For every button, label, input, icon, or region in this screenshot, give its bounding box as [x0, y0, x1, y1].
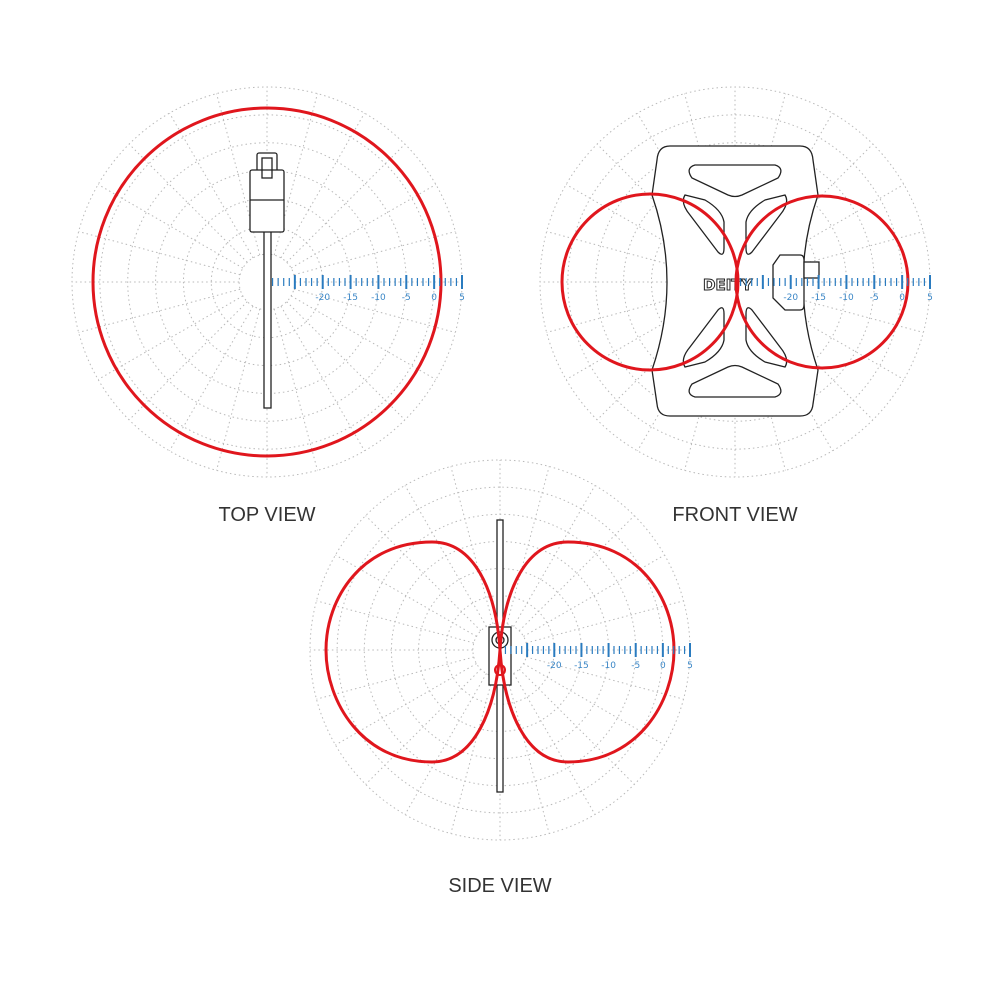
grid-spoke	[78, 288, 241, 333]
scale-label: 5	[459, 293, 465, 303]
scale-label: 5	[687, 661, 693, 671]
front-left-lobe	[560, 192, 740, 372]
grid-spoke	[290, 184, 437, 269]
scale-label: -10	[371, 293, 386, 303]
grid-spoke	[286, 301, 406, 421]
scale-label: -20	[547, 661, 562, 671]
grid-spoke	[506, 676, 550, 834]
side-view-title: SIDE VIEW	[448, 875, 551, 897]
grid-spoke	[97, 295, 244, 380]
side-db-scale: -20 -15 -10 -5 0 5	[504, 643, 693, 671]
scale-label: 0	[431, 293, 437, 303]
side-left-lobe	[324, 540, 502, 764]
scale-label: -15	[811, 293, 826, 303]
top-view	[91, 106, 443, 458]
scale-label: -15	[343, 293, 358, 303]
scale-label: -10	[601, 661, 616, 671]
grid-spoke	[128, 301, 248, 421]
top-device-icon	[249, 152, 285, 409]
grid-spoke	[216, 308, 261, 471]
top-db-scale: -20 -15 -10 -5 0 5	[271, 275, 465, 303]
grid-spoke	[526, 656, 684, 700]
grid-spoke	[293, 231, 456, 276]
grid-spoke	[280, 112, 365, 259]
grid-spoke	[450, 676, 494, 834]
grid-spoke	[290, 295, 437, 380]
scale-label: -20	[783, 293, 798, 303]
front-view: DEITY	[560, 145, 910, 417]
grid-spoke	[316, 600, 474, 644]
grid-spoke	[286, 143, 406, 263]
scale-label: 0	[660, 661, 666, 671]
grid-spoke	[365, 668, 482, 785]
scale-label: -5	[631, 661, 640, 671]
grid-spoke	[404, 485, 487, 627]
grid-spoke	[506, 466, 550, 624]
grid-spoke	[335, 663, 477, 746]
grid-spoke	[518, 515, 635, 632]
grid-spoke	[513, 485, 596, 627]
scale-label: 5	[927, 293, 933, 303]
scale-label: -5	[870, 293, 879, 303]
grid-spoke	[526, 600, 684, 644]
front-db-scale: -20 -15 -10 -5 0 5	[739, 275, 933, 303]
grid-spoke	[280, 305, 365, 452]
grid-spoke	[365, 515, 482, 632]
grid-spoke	[404, 673, 487, 815]
side-view	[324, 519, 676, 793]
grid-spoke	[273, 308, 318, 471]
grid-spoke	[335, 554, 477, 637]
scale-label: 0	[899, 293, 905, 303]
scale-label: -20	[315, 293, 330, 303]
grid-spoke	[518, 668, 635, 785]
top-omni-pattern	[91, 106, 443, 458]
grid-spoke	[169, 305, 254, 452]
grid-spoke	[316, 656, 474, 700]
grid-spoke	[450, 466, 494, 624]
grid-spoke	[169, 112, 254, 259]
grid-spoke	[293, 288, 456, 333]
scale-label: -10	[839, 293, 854, 303]
grid-spoke	[78, 231, 241, 276]
grid-spoke	[97, 184, 244, 269]
grid-spoke	[513, 673, 596, 815]
grid-spoke	[128, 143, 248, 263]
scale-label: -5	[402, 293, 411, 303]
top-view-title: TOP VIEW	[218, 504, 315, 526]
front-view-title: FRONT VIEW	[672, 504, 797, 526]
scale-label: -15	[574, 661, 589, 671]
grid-spoke	[523, 554, 665, 637]
grid-spoke	[523, 663, 665, 746]
